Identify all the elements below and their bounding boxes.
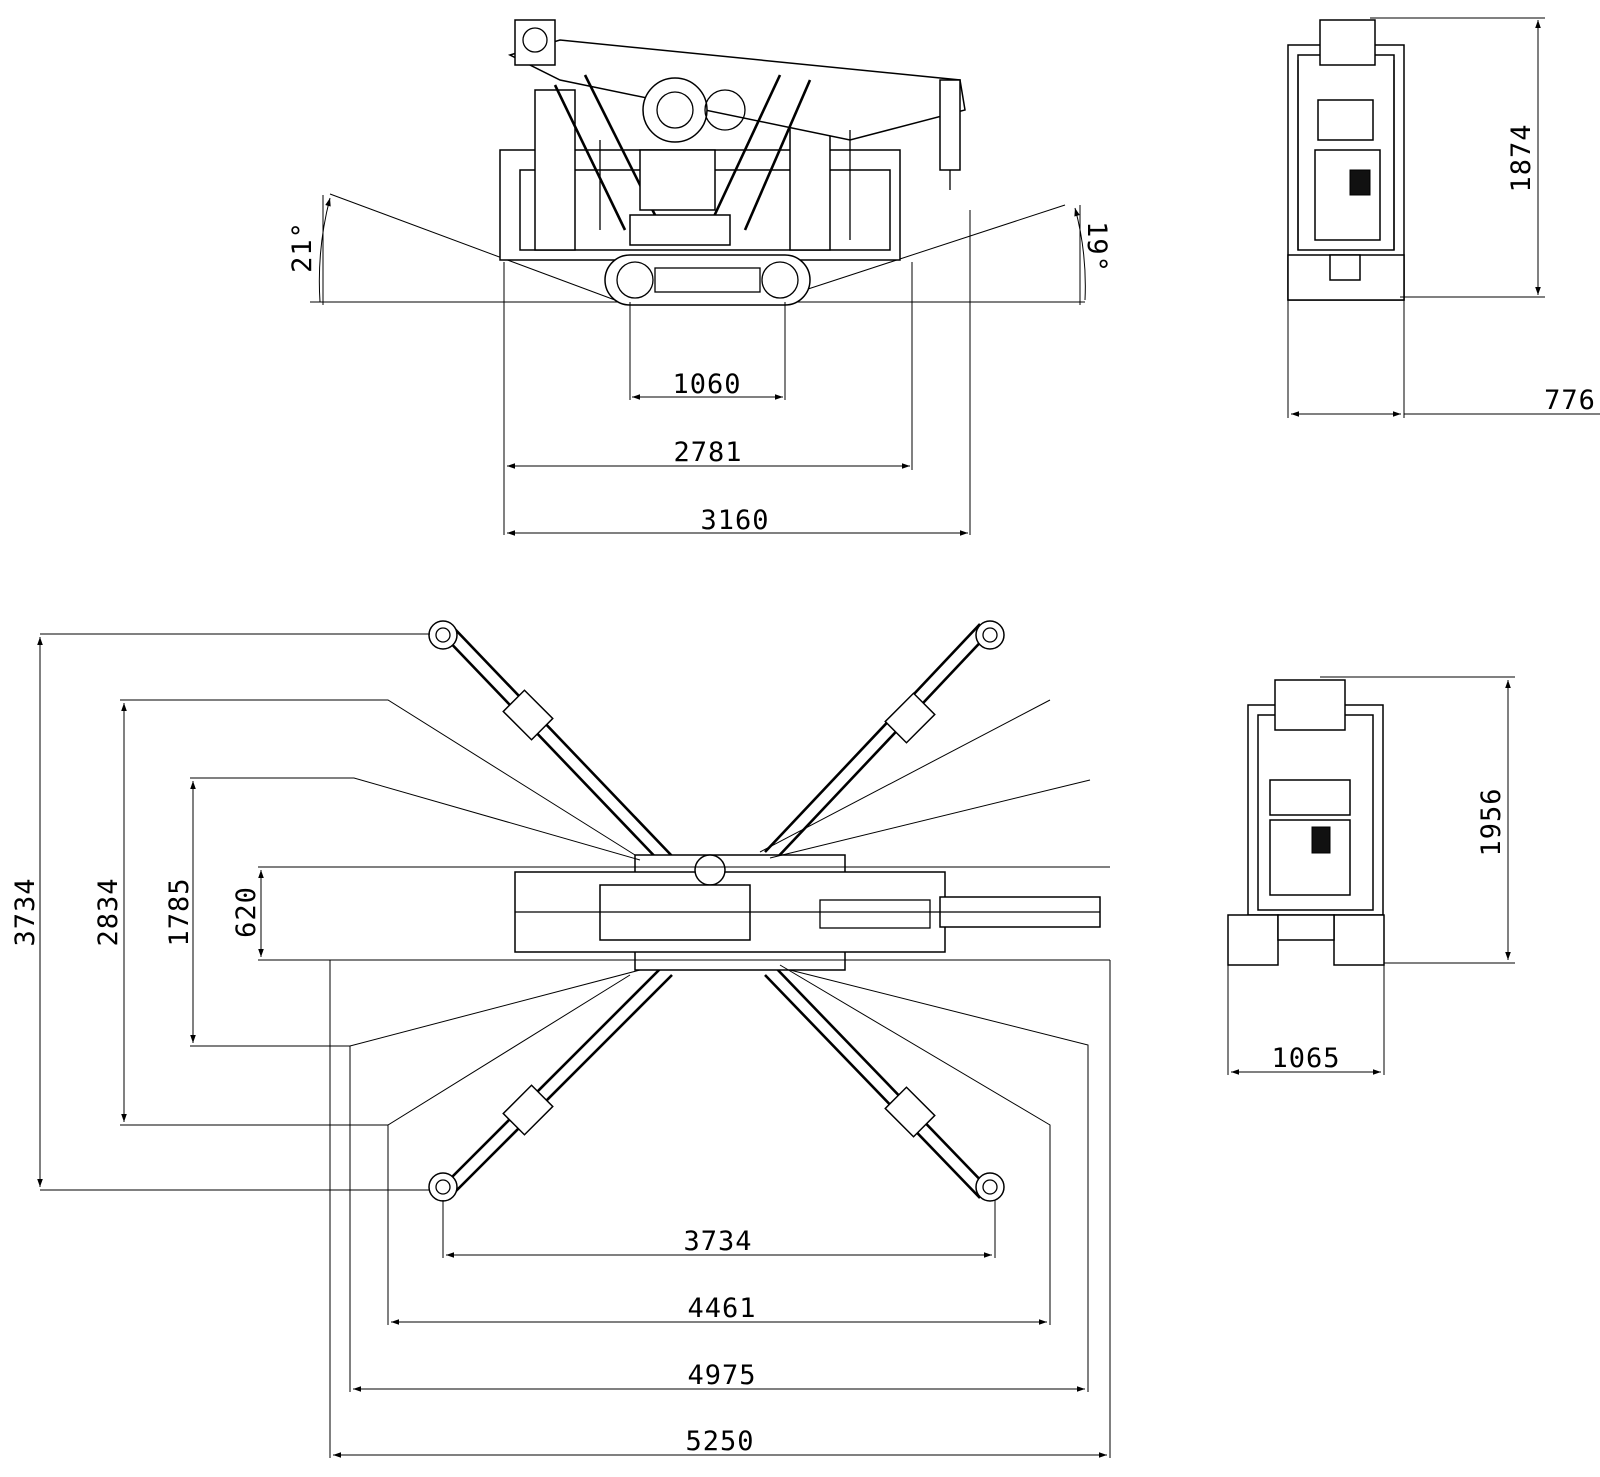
plan-dim-1785: 1785 — [164, 877, 195, 946]
angle-left-label: 21° — [287, 221, 318, 273]
crane-side-body — [499, 19, 966, 306]
plan-dim-3734-left: 3734 — [10, 877, 41, 946]
rear-view: 1956 1065 — [1227, 676, 1515, 1075]
front-dim-width: 776 — [1544, 385, 1596, 416]
plan-dim-620: 620 — [231, 886, 262, 938]
dim-outrigger-span: 2781 — [673, 437, 742, 468]
rear-dim-width: 1065 — [1271, 1043, 1340, 1074]
angle-right-label: 19° — [1081, 221, 1112, 273]
rear-dim-height: 1956 — [1476, 787, 1507, 856]
plan-dim-3734-bottom: 3734 — [683, 1226, 752, 1257]
crane-plan-body — [514, 854, 1101, 971]
plan-dim-5250: 5250 — [685, 1426, 754, 1457]
plan-view: 3734 2834 1785 620 3734 4461 4975 5250 — [10, 620, 1111, 1458]
crane-rear-body — [1227, 679, 1385, 966]
dim-overall-length: 3160 — [700, 505, 769, 536]
front-view: 1874 776 — [1287, 17, 1600, 418]
front-dim-height: 1874 — [1506, 123, 1537, 192]
crane-front-body — [1287, 19, 1405, 301]
outrigger-legs — [428, 620, 1005, 1202]
dim-track-width: 1060 — [672, 369, 741, 400]
footprint-lines — [40, 633, 1111, 1458]
plan-dim-4975: 4975 — [687, 1360, 756, 1391]
plan-dim-4461: 4461 — [687, 1293, 756, 1324]
plan-dim-2834: 2834 — [93, 877, 124, 946]
side-view: 1060 2781 3160 21° 19° — [287, 19, 1112, 536]
